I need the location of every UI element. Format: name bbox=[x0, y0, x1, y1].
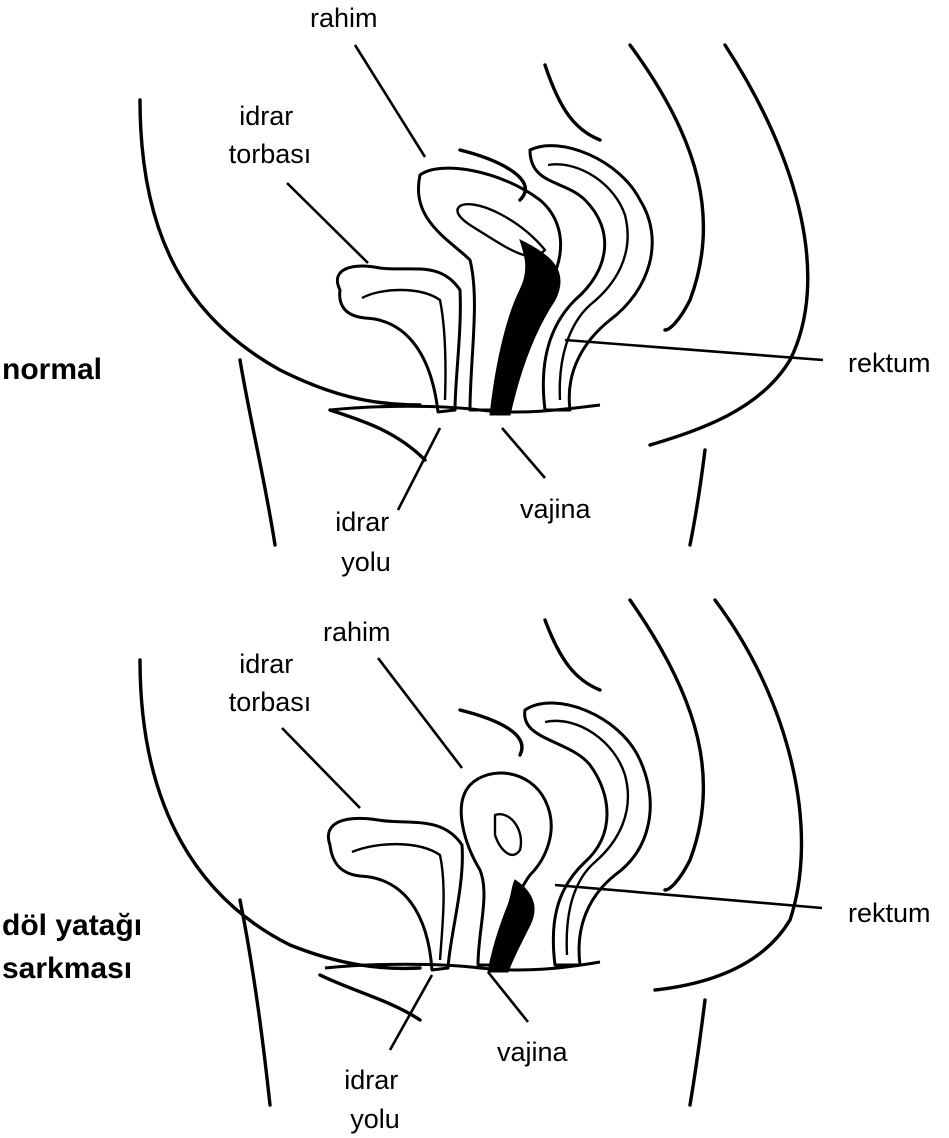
label-rahim: rahim bbox=[310, 3, 378, 33]
abdomen-outline-2 bbox=[138, 658, 422, 971]
rectum-inner-2 bbox=[544, 719, 630, 956]
label-idrar-torbasi-2: idrar torbası bbox=[229, 649, 312, 717]
label-idrar-yolu-2: idrar yolu bbox=[344, 1065, 406, 1134]
title-prolapse: döl yatağı sarkması bbox=[2, 909, 150, 985]
pelvic-floor-2 bbox=[324, 960, 601, 972]
bladder-inner-2 bbox=[351, 842, 445, 961]
bladder bbox=[336, 264, 462, 414]
vaginal-canal-2 bbox=[487, 879, 535, 973]
spine-line-2 bbox=[543, 63, 602, 142]
leader-idrar-yolu-2 bbox=[388, 974, 434, 1051]
leader-idrar-torbasi bbox=[286, 182, 369, 264]
panel-normal: rahim idrar torbası rektum vajina idrar … bbox=[2, 3, 931, 577]
label-rektum-2: rektum bbox=[848, 898, 931, 928]
thigh-outline-2 bbox=[238, 898, 272, 1107]
bladder-inner bbox=[361, 288, 447, 401]
spine-line-1-2 bbox=[628, 598, 706, 892]
label-idrar-torbasi-line2: torbası bbox=[229, 139, 312, 169]
buttock-outline bbox=[688, 448, 707, 547]
label-rahim-2: rahim bbox=[323, 617, 391, 647]
vaginal-canal bbox=[489, 239, 561, 416]
label-idrar-yolu-2-line2: yolu bbox=[350, 1104, 400, 1134]
label-idrar-torbasi-2-line2: torbası bbox=[229, 687, 312, 717]
leader-rahim bbox=[353, 44, 427, 158]
thigh-outline bbox=[238, 358, 277, 547]
leader-rektum-2 bbox=[554, 883, 823, 910]
leader-idrar-torbasi-2 bbox=[281, 727, 361, 809]
abdomen-outline bbox=[138, 98, 422, 407]
label-vajina: vajina bbox=[520, 494, 592, 524]
back-outline-2 bbox=[653, 598, 804, 992]
label-idrar-yolu: idrar yolu bbox=[335, 507, 397, 577]
label-idrar-yolu-line1: idrar bbox=[335, 507, 389, 537]
panel-prolapse: rahim idrar torbası rektum vajina idrar … bbox=[2, 598, 931, 1134]
peritoneum-line-2 bbox=[458, 708, 524, 757]
leader-idrar-yolu bbox=[396, 427, 442, 511]
title-prolapse-line1: döl yatağı bbox=[2, 909, 142, 942]
title-prolapse-line2: sarkması bbox=[2, 952, 132, 985]
peritoneum-line bbox=[458, 148, 527, 202]
rectum-inner bbox=[547, 163, 629, 401]
uterus-cavity-2 bbox=[493, 813, 523, 857]
back-outline bbox=[648, 43, 810, 447]
pelvic-floor bbox=[329, 403, 601, 414]
rectum-2 bbox=[523, 701, 652, 967]
label-idrar-yolu-2-line1: idrar bbox=[344, 1065, 398, 1095]
bladder-2 bbox=[327, 816, 464, 972]
leader-rahim-2 bbox=[376, 657, 464, 769]
label-idrar-torbasi: idrar torbası bbox=[229, 101, 312, 169]
label-vajina-2: vajina bbox=[497, 1037, 569, 1067]
label-idrar-yolu-line2: yolu bbox=[341, 547, 391, 577]
title-normal: normal bbox=[2, 353, 102, 386]
perineum-outline bbox=[328, 408, 427, 462]
leader-rektum bbox=[564, 338, 824, 362]
leader-vajina-2 bbox=[486, 971, 530, 1023]
buttock-outline-2 bbox=[688, 998, 707, 1107]
label-idrar-torbasi-2-line1: idrar bbox=[239, 649, 293, 679]
perineum-outline-2 bbox=[318, 973, 422, 1022]
spine-line-1 bbox=[628, 43, 706, 332]
leader-vajina bbox=[501, 427, 546, 479]
label-idrar-torbasi-line1: idrar bbox=[239, 101, 293, 131]
label-rektum: rektum bbox=[848, 348, 931, 378]
spine-line-2-2 bbox=[543, 618, 602, 692]
